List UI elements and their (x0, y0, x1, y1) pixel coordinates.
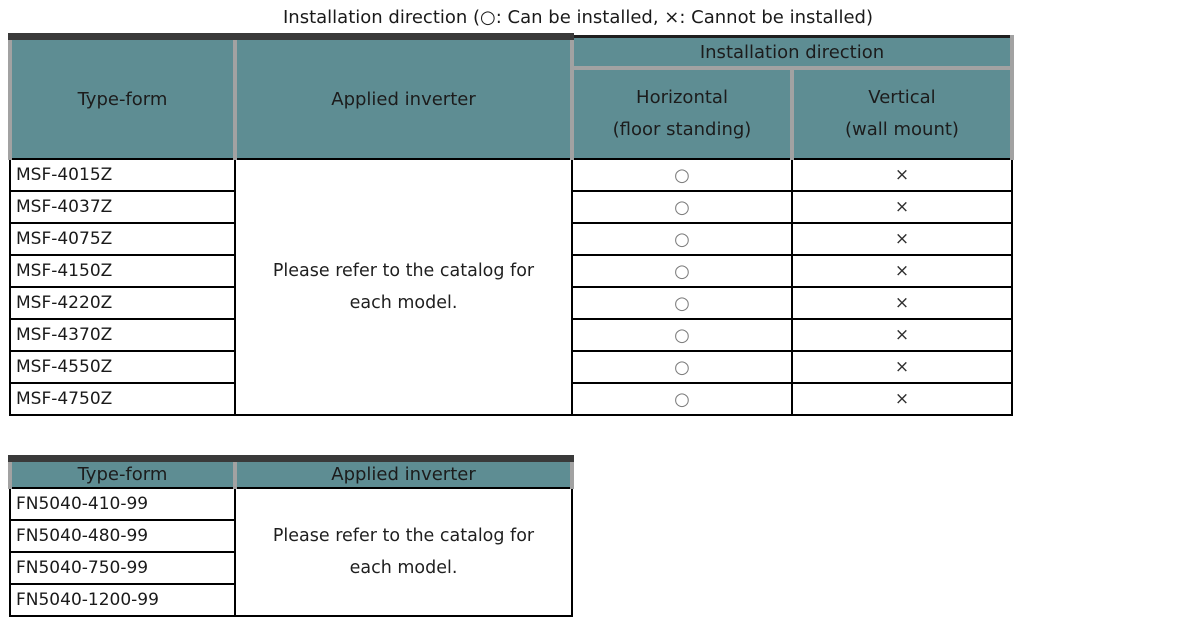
model-cell: MSF-4370Z (9, 318, 236, 352)
horizontal-status-cell: ○ (571, 254, 793, 288)
vertical-status-cell: × (791, 350, 1013, 384)
model-cell: MSF-4750Z (9, 382, 236, 416)
table-row: MSF-4220Z ○ × (9, 286, 1013, 320)
catalog-note-cell: Please refer to the catalog for each mod… (234, 158, 573, 416)
table-row: FN5040-410-99 Please refer to the catalo… (9, 487, 573, 617)
vertical-status-cell: × (791, 318, 1013, 352)
header-row: Type-form Applied inverter Installation … (8, 33, 1014, 160)
table-row: MSF-4037Z ○ × (9, 190, 1013, 224)
applied-inverter-header: Applied inverter (233, 33, 574, 160)
model-cell: MSF-4150Z (9, 254, 236, 288)
horizontal-status-cell: ○ (571, 382, 793, 416)
model-cell: FN5040-750-99 (9, 551, 236, 585)
vertical-status-cell: × (791, 286, 1013, 320)
model-cell: FN5040-410-99 (9, 487, 236, 521)
table-row: MSF-4150Z ○ × (9, 254, 1013, 288)
model-cell: MSF-4015Z (9, 158, 236, 192)
table-row: FN5040-1200-99 (9, 583, 572, 617)
model-cell: FN5040-1200-99 (9, 583, 236, 617)
table-row: FN5040-750-99 (9, 551, 572, 585)
vertical-subheader: Vertical (wall mount) (790, 66, 1014, 160)
model-cell: MSF-4220Z (9, 286, 236, 320)
horizontal-subheader: Horizontal (floor standing) (570, 66, 794, 160)
model-cell: MSF-4075Z (9, 222, 236, 256)
horizontal-status-cell: ○ (571, 350, 793, 384)
table-row: MSF-4015Z Please refer to the catalog fo… (9, 158, 1013, 416)
vertical-status-cell: × (791, 190, 1013, 224)
type-form-header: Type-form (8, 33, 237, 160)
vertical-status-cell: × (791, 222, 1013, 256)
table-row: FN5040-480-99 (9, 519, 572, 553)
vertical-status-cell: × (791, 254, 1013, 288)
applied-inverter-header: Applied inverter (233, 455, 574, 489)
vertical-status-cell: × (791, 382, 1013, 416)
page-title: Installation direction (○: Can be instal… (283, 7, 874, 28)
table-row: MSF-4075Z ○ × (9, 222, 1013, 256)
horizontal-status-cell: ○ (571, 222, 793, 256)
table-row: MSF-4550Z ○ × (9, 350, 1013, 384)
installation-direction-header: Installation direction (570, 35, 1014, 70)
model-cell: MSF-4037Z (9, 190, 236, 224)
subheader-row: Horizontal (floor standing) Vertical (wa… (10, 66, 1014, 160)
header-row: Type-form Applied inverter (8, 455, 574, 489)
table-row: MSF-4370Z ○ × (9, 318, 1013, 352)
msf-installation-direction-table: Type-form Applied inverter Installation … (8, 33, 1014, 416)
model-cell: FN5040-480-99 (9, 519, 236, 553)
model-cell: MSF-4550Z (9, 350, 236, 384)
type-form-header: Type-form (8, 455, 237, 489)
horizontal-status-cell: ○ (571, 286, 793, 320)
horizontal-status-cell: ○ (571, 158, 793, 192)
horizontal-status-cell: ○ (571, 190, 793, 224)
fn5040-table: Type-form Applied inverter FN5040-410-99… (8, 455, 574, 617)
table-row: MSF-4750Z ○ × (9, 382, 1013, 416)
catalog-note-cell: Please refer to the catalog for each mod… (234, 487, 573, 617)
vertical-status-cell: × (791, 158, 1013, 192)
horizontal-status-cell: ○ (571, 318, 793, 352)
